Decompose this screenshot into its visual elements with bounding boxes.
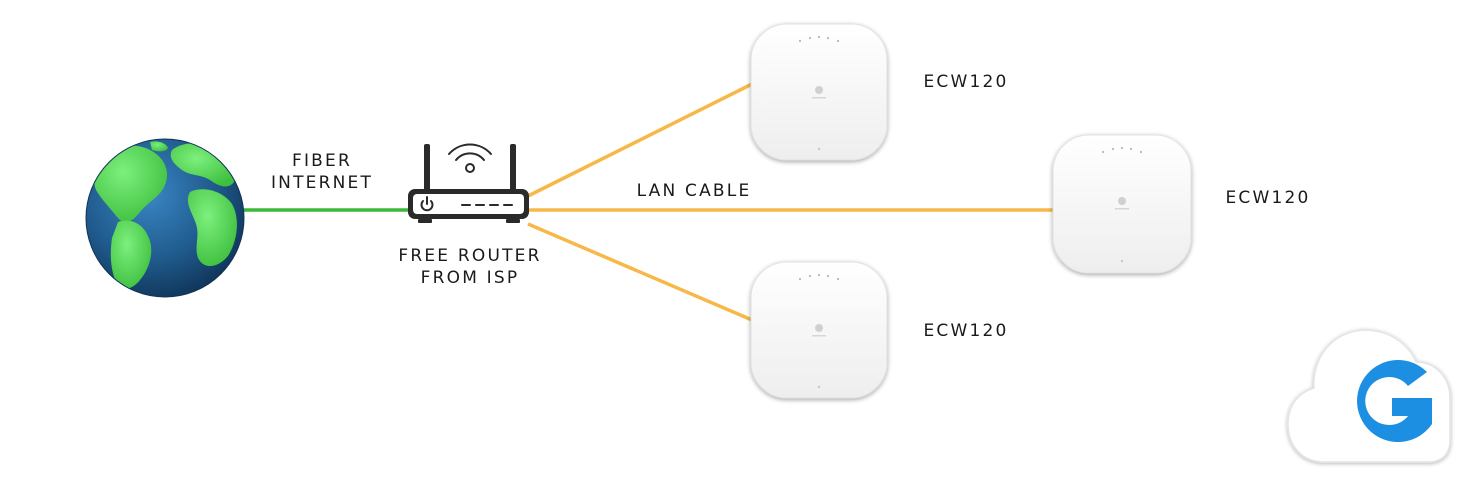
- lan-line-bottom: [527, 222, 753, 322]
- power-icon: [420, 196, 434, 212]
- wifi-icon: [448, 143, 492, 173]
- ap-model-label: ECW120: [923, 321, 1009, 341]
- ap-model-label: ECW120: [923, 72, 1009, 92]
- router-icon: [408, 143, 529, 223]
- ap-model-label: ECW120: [1225, 188, 1311, 208]
- router-label-line-1: FREE ROUTER: [398, 246, 542, 266]
- router-label: FREE ROUTER FROM ISP: [380, 245, 560, 289]
- fiber-label-line-1: FIBER: [291, 151, 352, 171]
- lan-line-top: [527, 82, 753, 198]
- globe-icon: [85, 138, 245, 298]
- access-point-icon: [750, 261, 888, 399]
- router-label-line-2: FROM ISP: [420, 268, 520, 288]
- access-point-icon: [1052, 134, 1192, 274]
- cloud-g-logo: [1287, 329, 1451, 463]
- lan-cable-label: LAN CABLE: [636, 181, 752, 201]
- access-point-icon: [750, 23, 888, 161]
- fiber-internet-label: FIBER INTERNET: [262, 150, 382, 194]
- fiber-label-line-2: INTERNET: [270, 173, 374, 193]
